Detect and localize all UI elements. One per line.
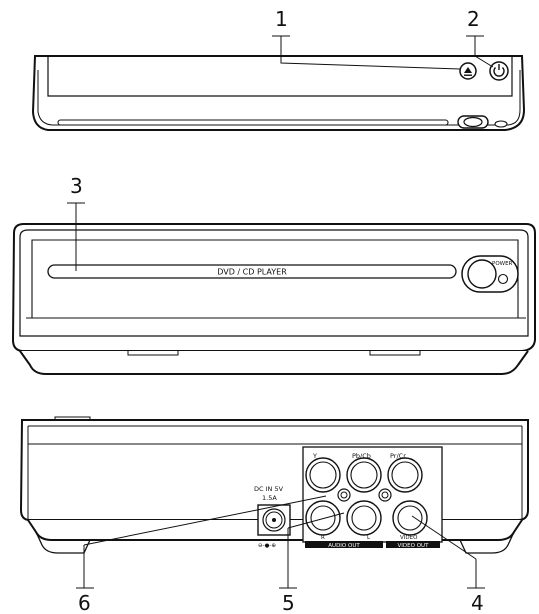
front-power-button[interactable] xyxy=(467,259,497,289)
rear-view: Y Pb/Cb Pr/Cr xyxy=(19,416,529,614)
screw-right xyxy=(378,488,392,502)
disc-slot[interactable] xyxy=(47,264,457,279)
dc-in-label: DC IN 5V xyxy=(254,485,284,493)
jack-pb[interactable] xyxy=(346,457,382,493)
front-view-base xyxy=(19,350,529,375)
front-view: DVD / CD PLAYER POWER 3 xyxy=(11,174,536,375)
jack-pb-label: Pb/Cb xyxy=(352,452,371,460)
screw-left xyxy=(337,488,351,502)
jack-audio-r[interactable] xyxy=(305,500,341,536)
front-view-shell xyxy=(11,223,536,352)
dc-in-jack[interactable] xyxy=(257,504,291,536)
top-view-body xyxy=(31,55,526,131)
callout-4: 4 xyxy=(471,591,484,614)
jack-audio-l[interactable] xyxy=(346,500,382,536)
callout-4-leader xyxy=(411,515,477,560)
callout-1-leader xyxy=(280,36,461,70)
top-view-face xyxy=(47,56,513,97)
jack-video[interactable] xyxy=(392,500,428,536)
video-out-label: VIDEO OUT xyxy=(398,543,430,549)
callout-5-leader xyxy=(287,512,345,529)
jack-r-label: R xyxy=(321,535,325,541)
power-button[interactable] xyxy=(489,61,509,81)
top-view-disc-slot xyxy=(57,119,449,126)
power-indicator xyxy=(497,273,509,285)
video-out-bar xyxy=(386,541,440,548)
jack-pr[interactable] xyxy=(387,457,423,493)
callout-3: 3 xyxy=(70,174,83,198)
callout-1: 1 xyxy=(275,7,288,31)
jack-pr-label: Pr/Cr xyxy=(390,452,406,460)
callout-6: 6 xyxy=(78,591,91,614)
callout-2: 2 xyxy=(467,7,480,31)
dc-polarity: ⊖-●-⊕ xyxy=(258,543,276,549)
callout-5: 5 xyxy=(282,591,295,614)
top-view: 1 2 xyxy=(31,7,526,131)
callout-6-leader xyxy=(83,495,327,546)
audio-out-label: AUDIO OUT xyxy=(328,543,360,549)
eject-icon xyxy=(464,67,472,73)
jack-l-label: L xyxy=(367,535,371,541)
jack-video-label: VIDEO xyxy=(400,535,418,541)
audio-out-bar xyxy=(305,541,383,548)
callout-2-leader xyxy=(474,36,494,68)
jack-y-label: Y xyxy=(312,452,317,460)
power-icon xyxy=(493,67,505,77)
dc-in-rating: 1.5A xyxy=(262,494,277,502)
power-label: POWER xyxy=(492,261,513,267)
jack-y[interactable] xyxy=(305,457,341,493)
player-label: DVD / CD PLAYER xyxy=(217,268,287,277)
